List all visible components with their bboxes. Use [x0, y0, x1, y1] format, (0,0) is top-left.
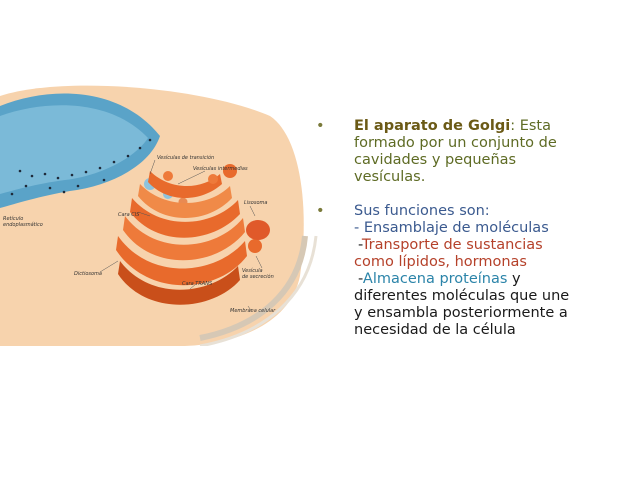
- function-3-line-3: y ensambla posteriormente a: [354, 305, 568, 321]
- golgi-desc-line-3: cavidades y pequeñas: [354, 152, 517, 168]
- label-membrana-celular: Membrana celular: [230, 308, 276, 314]
- bullet-symbol-2: •: [316, 203, 325, 219]
- bullet-golgi: • El aparato de Golgi: Esta formado por …: [316, 118, 616, 186]
- function-2-dash: -: [358, 237, 362, 253]
- label-vesiculas-intermedias: Vesículas intermedias: [193, 165, 248, 172]
- function-2-line-2: como lípidos, hormonas: [354, 254, 527, 270]
- label-reticulo-1: Retículo: [3, 215, 23, 222]
- golgi-desc-line-2: formado por un conjunto de: [354, 135, 557, 151]
- function-3-line-4: necesidad de la célula: [354, 322, 516, 338]
- golgi-desc-line-4: vesículas.: [354, 169, 426, 185]
- function-3-text: Almacena proteínas: [362, 271, 508, 287]
- functions-heading: Sus funciones son:: [354, 203, 490, 219]
- cell-membrane: [199, 235, 308, 341]
- bullet-symbol: •: [316, 118, 325, 134]
- label-reticulo-2: endoplasmático: [3, 221, 43, 228]
- label-vesicula-secrecion-2: de secreción: [242, 273, 274, 280]
- golgi-illustration: Vesículas de transición Vesículas interm…: [0, 76, 320, 346]
- text-content: • El aparato de Golgi: Esta formado por …: [316, 118, 616, 339]
- golgi-stack: [116, 164, 262, 305]
- label-cara-cis: Cara CIS: [118, 212, 140, 218]
- label-vesicula-secrecion-1: Vesícula: [242, 267, 263, 274]
- lysosome: [246, 220, 270, 240]
- function-2-text: Transporte de sustancias: [361, 237, 543, 253]
- function-3-dash: -: [358, 271, 363, 287]
- bullet-funciones: • Sus funciones son:: [316, 203, 616, 220]
- ribosome-dots: [10, 138, 152, 196]
- golgi-title-rest: : Esta: [510, 118, 551, 134]
- label-dictiosoma: Dictiosoma: [74, 271, 102, 277]
- label-vesiculas-transicion: Vesículas de transición: [157, 154, 214, 161]
- function-1: - Ensamblaje de moléculas: [354, 220, 549, 236]
- function-3-line-1: -Almacena proteínas y: [316, 271, 616, 288]
- function-3-line-2: diferentes moléculas que une: [354, 288, 570, 304]
- function-3-rest: y: [507, 271, 521, 287]
- function-2-line-1: -Transporte de sustancias: [316, 237, 616, 254]
- label-lisosoma: Lisosoma: [244, 200, 267, 206]
- golgi-title: El aparato de Golgi: [354, 118, 511, 134]
- label-cara-trans: Cara TRANS: [182, 281, 213, 287]
